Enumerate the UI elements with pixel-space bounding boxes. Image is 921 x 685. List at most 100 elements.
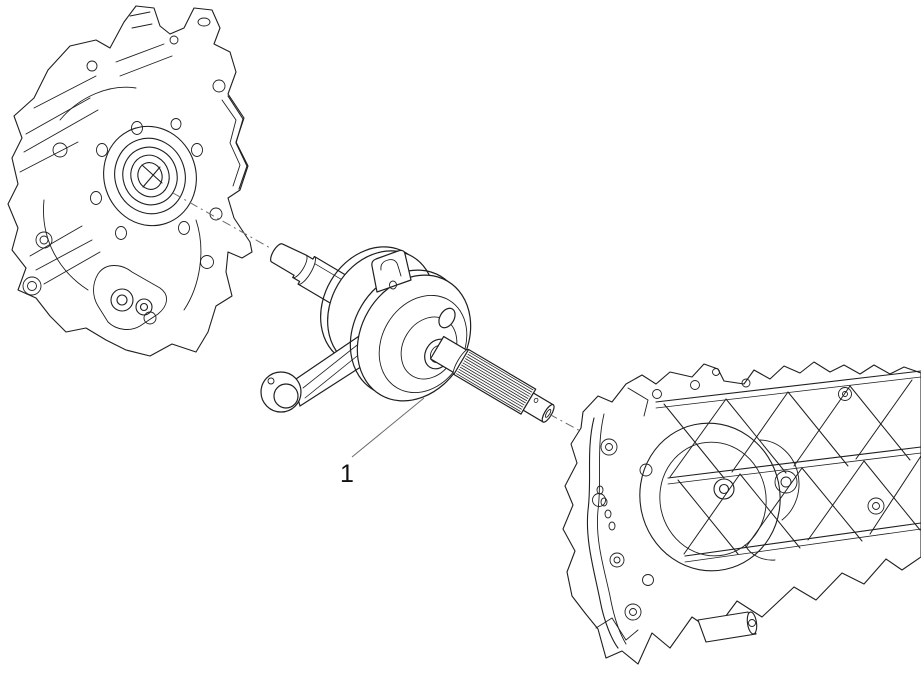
inner-contour <box>43 199 89 291</box>
callout-label[interactable]: 1 <box>340 460 354 488</box>
boss-hole <box>27 281 37 291</box>
bolt-hole <box>629 608 637 616</box>
truss-chord <box>684 528 921 563</box>
bracket-detail <box>627 387 649 417</box>
bolt-hole <box>609 552 625 568</box>
node-boss <box>838 387 852 401</box>
node-boss <box>867 497 885 515</box>
bolt-hole <box>170 118 182 130</box>
main-bearing-bore <box>130 154 170 198</box>
bolt-hole <box>624 603 642 621</box>
rib-line <box>129 11 153 29</box>
rod-oil-hole <box>267 377 275 385</box>
boss-top <box>197 17 211 27</box>
rib-line <box>33 75 97 109</box>
main-bearing-flange <box>103 125 197 227</box>
callout-1[interactable]: 1 <box>340 397 425 488</box>
bolt-hole <box>169 35 179 45</box>
casting-rib-lines <box>19 11 173 285</box>
rib-line <box>43 251 101 285</box>
spline-hatch <box>456 351 534 412</box>
bolt-hole <box>131 121 143 135</box>
bolt-hole <box>690 380 700 390</box>
truss-diagonals <box>663 379 921 555</box>
bolt-hole <box>712 368 720 376</box>
crankcase-half-right <box>562 361 921 665</box>
rib-line <box>25 97 91 135</box>
crank-chamber-bell <box>639 422 781 572</box>
shaft-dowel-dot <box>533 397 539 403</box>
truss-rib <box>669 398 727 478</box>
bolt-hole <box>600 438 618 456</box>
truss-rib <box>807 460 865 541</box>
truss-chord <box>667 446 921 479</box>
bearing-detail-line <box>141 164 163 188</box>
bolt-hole <box>178 221 190 235</box>
rib-line <box>29 225 83 257</box>
bearing-hub-hole <box>718 483 730 495</box>
gasket-flange-edge <box>586 417 619 649</box>
truss-rib <box>725 398 787 474</box>
left-shaft-step-arc <box>297 256 316 285</box>
crankshaft-splined-shaft <box>429 335 555 423</box>
inner-contour <box>595 617 639 641</box>
truss-rib <box>731 391 789 473</box>
truss-rib <box>677 479 739 555</box>
main-bearing-inner <box>137 162 163 190</box>
node-boss <box>780 476 792 488</box>
rib-line <box>115 43 165 63</box>
bolt-hole <box>86 60 98 72</box>
truss-rib <box>663 403 725 479</box>
rib-line <box>119 55 173 77</box>
truss-rib <box>739 473 801 549</box>
bolt-hole <box>90 191 102 205</box>
rib-line <box>19 141 79 173</box>
tooth <box>608 521 616 531</box>
truss-chord <box>655 370 921 403</box>
gasket-face-edge <box>227 95 248 190</box>
bolt-hole <box>652 389 662 399</box>
inner-contour <box>59 86 137 121</box>
bottom-boss-face <box>746 611 758 635</box>
bolt-hole <box>212 79 226 93</box>
truss-rib <box>683 473 741 555</box>
callout-leader-line <box>351 397 425 458</box>
truss-rib <box>745 467 803 548</box>
bearing-hub <box>713 478 735 500</box>
truss-rib <box>863 460 921 531</box>
web-keyway-notch <box>371 249 412 293</box>
boss-hole <box>22 276 42 296</box>
bolt-hole <box>741 378 751 388</box>
tooth <box>604 509 612 519</box>
crank-chamber-inner <box>659 441 767 557</box>
tooth <box>600 497 608 507</box>
rod-ibeam-line <box>302 337 367 389</box>
node-boss <box>774 470 798 494</box>
rib-line <box>35 239 93 271</box>
bolt-hole <box>613 556 621 564</box>
truss-rib <box>855 379 913 460</box>
flange-bolt-holes <box>90 118 203 240</box>
assembly-axis-right <box>548 413 585 434</box>
bolt-hole <box>52 142 68 158</box>
crankshaft-part[interactable] <box>260 227 559 427</box>
bolt-hole <box>605 443 613 451</box>
truss-chord <box>684 522 921 557</box>
bolt-hole <box>191 143 203 157</box>
case-arc-detail <box>744 544 776 561</box>
pump-gear-hub <box>116 294 128 306</box>
truss-rib <box>849 385 911 461</box>
gasket-flange-edge-inner <box>596 413 627 645</box>
pump-gear <box>110 288 134 312</box>
web-keyway-notch-inner <box>380 259 402 277</box>
node-boss <box>872 502 880 510</box>
main-bearing-ring <box>114 137 186 215</box>
rib-line <box>23 109 99 153</box>
bottom-boss-cylinder <box>697 611 757 643</box>
truss-rib <box>869 455 921 535</box>
pump-gear <box>135 298 153 316</box>
pump-gear-hub <box>139 302 149 312</box>
gasket-face-edge-inner <box>221 99 241 187</box>
centerline-dashed <box>548 413 585 434</box>
